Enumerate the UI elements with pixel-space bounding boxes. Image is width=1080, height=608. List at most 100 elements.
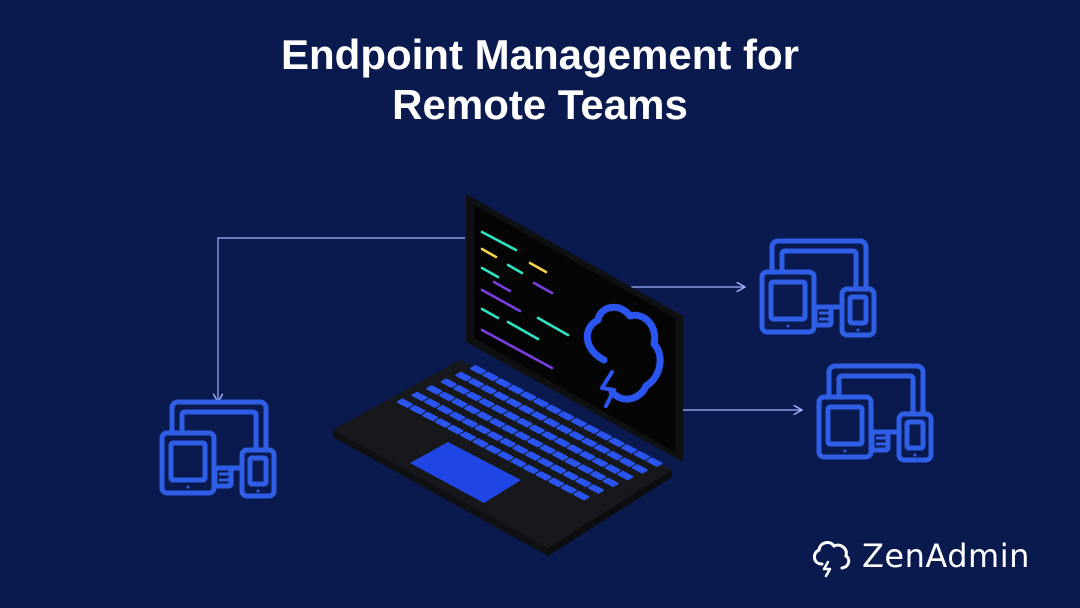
keyboard-key — [503, 411, 520, 421]
keyboard-key — [495, 378, 512, 388]
keyboard-key — [516, 418, 533, 428]
keyboard-key — [501, 424, 518, 435]
keyboard-key — [440, 378, 457, 388]
keyboard-key — [422, 411, 439, 422]
keyboard-key — [592, 457, 608, 468]
keyboard-key — [545, 404, 562, 415]
keyboard-key — [455, 371, 472, 382]
trackpad — [410, 442, 521, 503]
title-line-1: Endpoint Management for — [281, 31, 799, 78]
keyboard-key — [460, 431, 476, 441]
keyboard-key — [560, 484, 577, 494]
keyboard-key — [424, 398, 441, 408]
cloud-lightning-icon — [584, 303, 664, 408]
banner-title: Endpoint Management for Remote Teams — [0, 30, 1080, 130]
keyboard-key — [631, 464, 648, 474]
keyboard-key — [552, 451, 569, 461]
keyboard-key — [604, 464, 621, 474]
keyboard-key — [438, 391, 455, 402]
keyboard-key — [497, 451, 514, 461]
keyboard-key — [573, 490, 590, 501]
keyboard-key — [550, 464, 567, 474]
keyboard-key — [621, 444, 638, 454]
keyboard-key — [608, 437, 625, 448]
keyboard-key — [518, 404, 535, 415]
keyboard-key — [512, 444, 529, 455]
keyboard-key — [529, 424, 545, 435]
cloud-lightning-icon — [813, 541, 851, 578]
keyboard-key — [579, 451, 596, 461]
keyboard-key — [480, 384, 497, 395]
keyboard-key — [596, 431, 612, 441]
keyboard-key — [602, 477, 619, 487]
keyboard-key — [575, 477, 592, 488]
keyboard-key — [525, 451, 541, 461]
keyboard-key — [543, 417, 560, 428]
keyboard-key — [523, 464, 539, 474]
keyboard-key — [489, 418, 506, 428]
keyboard-key — [464, 404, 480, 415]
keyboard-key — [468, 378, 484, 388]
keyboard — [397, 365, 663, 501]
keyboard-key — [449, 411, 466, 422]
keyboard-key — [646, 457, 663, 467]
keyboard-key — [478, 398, 495, 408]
keyboard-key — [462, 418, 478, 428]
keyboard-key — [606, 450, 623, 461]
keyboard-key — [633, 450, 650, 461]
keyboard-key — [411, 391, 428, 402]
keyboard-key — [482, 371, 499, 382]
keyboard-key — [562, 471, 579, 481]
keyboard-key — [434, 418, 451, 428]
keyboard-key — [426, 385, 443, 395]
device-group-icon — [162, 402, 274, 496]
keyboard-key — [541, 431, 558, 441]
keyboard-key — [466, 391, 482, 402]
keyboard-key — [487, 431, 504, 441]
keyboard-key — [510, 457, 527, 468]
keyboard-key — [570, 417, 587, 428]
keyboard-key — [533, 398, 549, 408]
keyboard-key — [527, 437, 543, 448]
keyboard-key — [472, 438, 489, 448]
keyboard-key — [453, 385, 470, 395]
keyboard-key — [409, 405, 426, 415]
keyboard-key — [594, 444, 610, 454]
connector-left — [218, 237, 465, 402]
keyboard-key — [499, 438, 516, 448]
keyboard-key — [554, 437, 571, 448]
keyboard-key — [470, 365, 486, 375]
keyboard-key — [397, 398, 413, 408]
brand-name: ZenAdmin — [862, 537, 1030, 575]
code-lines — [480, 230, 570, 370]
keyboard-key — [577, 464, 594, 474]
title-line-2: Remote Teams — [392, 81, 688, 128]
keyboard-key — [588, 484, 604, 494]
keyboard-key — [447, 424, 464, 435]
keyboard-key — [493, 391, 510, 401]
keyboard-key — [485, 444, 502, 455]
keyboard-key — [507, 384, 524, 395]
brand-logo: ZenAdmin — [808, 530, 1048, 582]
keyboard-key — [568, 431, 585, 441]
keyboard-key — [583, 424, 600, 434]
keyboard-key — [520, 391, 537, 401]
device-group-icon — [762, 241, 874, 335]
keyboard-key — [556, 424, 573, 434]
keyboard-key — [558, 411, 575, 421]
keyboard-key — [491, 404, 508, 415]
keyboard-key — [539, 444, 556, 454]
laptop-icon — [333, 194, 683, 556]
keyboard-key — [564, 457, 581, 468]
keyboard-key — [617, 470, 634, 481]
keyboard-key — [537, 457, 554, 468]
keyboard-key — [514, 431, 531, 441]
keyboard-key — [619, 457, 636, 467]
keyboard-key — [581, 437, 598, 448]
keyboard-key — [548, 477, 565, 488]
keyboard-key — [476, 411, 493, 421]
keyboard-key — [566, 444, 583, 454]
keyboard-key — [590, 470, 606, 481]
keyboard-key — [535, 471, 552, 481]
